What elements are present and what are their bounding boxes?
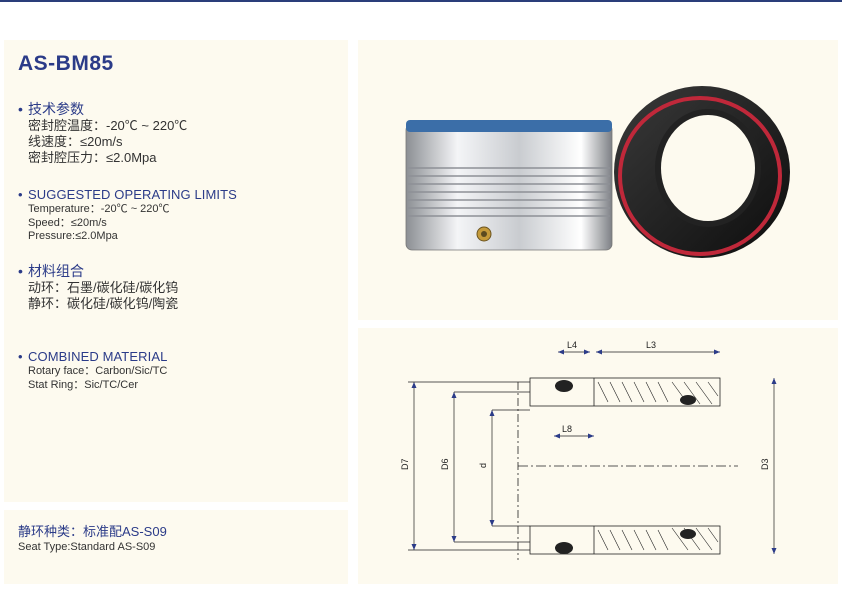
section-params-cn: • 技术参数 密封腔温度：-20℃ ~ 220℃ 线速度：≤20m/s 密封腔压力… [18,101,187,166]
material-line: Rotary face：Carbon/Sic/TC [28,365,168,377]
section-heading: 材料组合 [28,263,84,279]
dim-l8: L8 [562,424,572,434]
seat-type-cn: 静环种类：标准配AS-S09 [18,524,167,539]
bullet-icon: • [18,101,23,117]
dim-d: d [478,463,488,468]
section-heading: 技术参数 [28,101,84,117]
material-line: Stat Ring：Sic/TC/Cer [28,378,139,391]
section-limits-en: • SUGGESTED OPERATING LIMITS Temperature：… [18,186,237,244]
bellows-seal-head [405,120,613,251]
bullet-icon: • [18,263,23,279]
dim-d7: D7 [400,458,410,470]
seat-type-en: Seat Type:Standard AS-S09 [18,541,156,553]
section-heading: SUGGESTED OPERATING LIMITS [28,187,237,202]
spec-line: Temperature：-20℃ ~ 220℃ [28,203,170,215]
dim-d6: D6 [440,458,450,470]
section-heading: COMBINED MATERIAL [28,349,168,364]
top-rule [0,0,842,2]
spec-line: 密封腔压力：≤2.0Mpa [28,150,157,165]
seat-panel [4,510,348,584]
spec-line: 线速度：≤20m/s [28,134,123,149]
material-line: 静环：碳化硅/碳化钨/陶瓷 [28,296,179,311]
product-title: AS-BM85 [18,52,114,75]
dim-d3: D3 [760,458,770,470]
bullet-icon: • [18,349,23,364]
section-material-en: • COMBINED MATERIAL Rotary face：Carbon/Si… [18,348,167,392]
technical-drawing-panel [358,328,838,584]
dim-l4: L4 [567,340,577,350]
dimension-drawing: L4 L3 L8 D7 D6 d D3 [400,340,777,560]
spec-line: Speed：≤20m/s [28,216,107,229]
spec-line: Pressure:≤2.0Mpa [28,230,118,242]
dim-l3: L3 [646,340,656,350]
section-material-cn: • 材料组合 动环：石墨/碳化硅/碳化钨 静环：碳化硅/碳化钨/陶瓷 [18,263,178,312]
stationary-seat-ring [614,86,790,258]
material-line: 动环：石墨/碳化硅/碳化钨 [28,280,179,295]
product-photo [405,86,790,258]
spec-panel [4,40,348,502]
spec-line: 密封腔温度：-20℃ ~ 220℃ [28,118,188,133]
bullet-icon: • [18,187,23,202]
